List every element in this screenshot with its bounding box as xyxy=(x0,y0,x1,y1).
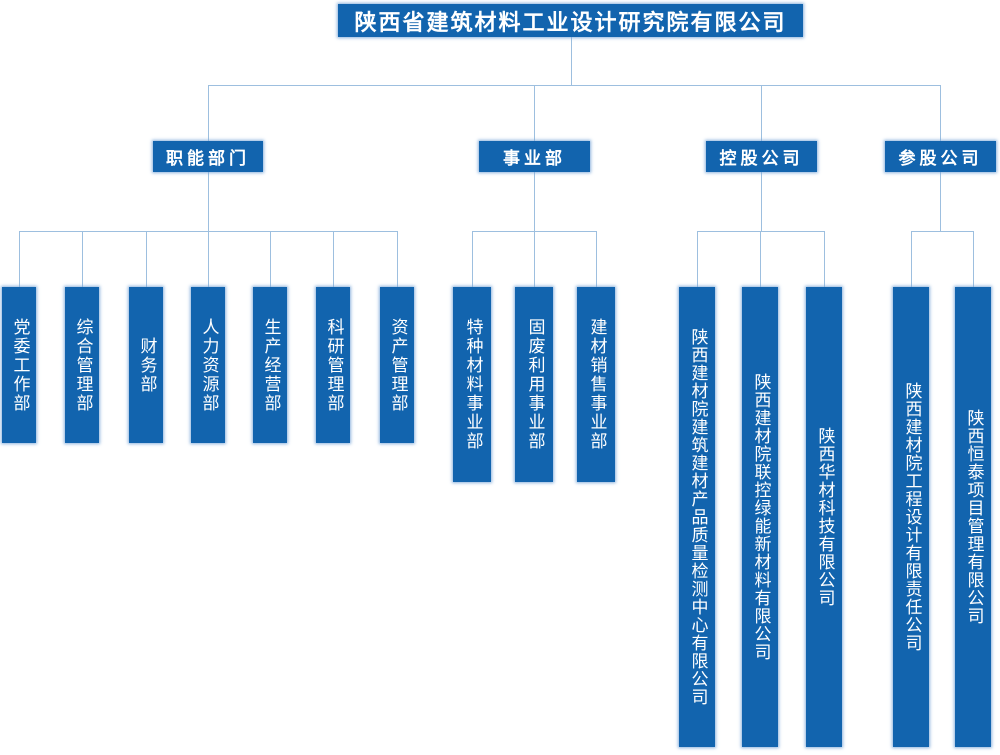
connector xyxy=(333,231,334,287)
dept-node: 科研管理部 xyxy=(316,287,350,443)
connector xyxy=(760,231,761,287)
connector xyxy=(824,231,825,287)
connector xyxy=(208,85,941,86)
connector xyxy=(911,231,973,232)
connector xyxy=(911,231,912,287)
connector xyxy=(208,85,209,141)
division-node: 固废利用事业部 xyxy=(515,287,553,482)
dept-node: 党委工作部 xyxy=(2,287,36,443)
connector xyxy=(596,231,597,287)
company-node: 陕西建材院工程设计有限责任公司 xyxy=(893,287,929,747)
group-node-holding-companies: 控股公司 xyxy=(706,141,817,172)
connector xyxy=(697,231,698,287)
connector xyxy=(82,231,83,287)
dept-node: 人力资源部 xyxy=(191,287,225,443)
division-node: 特种材料事业部 xyxy=(453,287,491,482)
connector xyxy=(397,231,398,287)
connector xyxy=(208,231,209,287)
dept-node: 资产管理部 xyxy=(380,287,414,443)
connector xyxy=(208,172,209,231)
dept-node: 财务部 xyxy=(129,287,163,443)
dept-node: 综合管理部 xyxy=(65,287,99,443)
connector xyxy=(571,37,572,85)
connector xyxy=(940,85,941,141)
group-node-business-divisions: 事业部 xyxy=(479,141,590,172)
division-node: 建材销售事业部 xyxy=(577,287,615,482)
connector xyxy=(146,231,147,287)
connector xyxy=(940,172,941,231)
org-root-node: 陕西省建筑材料工业设计研究院有限公司 xyxy=(338,4,803,37)
company-node: 陕西恒泰项目管理有限公司 xyxy=(955,287,991,747)
connector xyxy=(472,231,473,287)
connector xyxy=(19,231,20,287)
group-node-functional-departments: 职能部门 xyxy=(153,141,263,172)
company-node: 陕西华材科技有限公司 xyxy=(806,287,842,747)
connector xyxy=(534,172,535,231)
connector xyxy=(973,231,974,287)
company-node: 陕西建材院建筑建材产品质量检测中心有限公司 xyxy=(679,287,715,747)
connector xyxy=(534,231,535,287)
connector xyxy=(761,172,762,231)
dept-node: 生产经营部 xyxy=(253,287,287,443)
group-node-shareholding-companies: 参股公司 xyxy=(885,141,996,172)
connector xyxy=(534,85,535,141)
connector xyxy=(761,85,762,141)
connector xyxy=(270,231,271,287)
company-node: 陕西建材院联控绿能新材料有限公司 xyxy=(742,287,778,747)
